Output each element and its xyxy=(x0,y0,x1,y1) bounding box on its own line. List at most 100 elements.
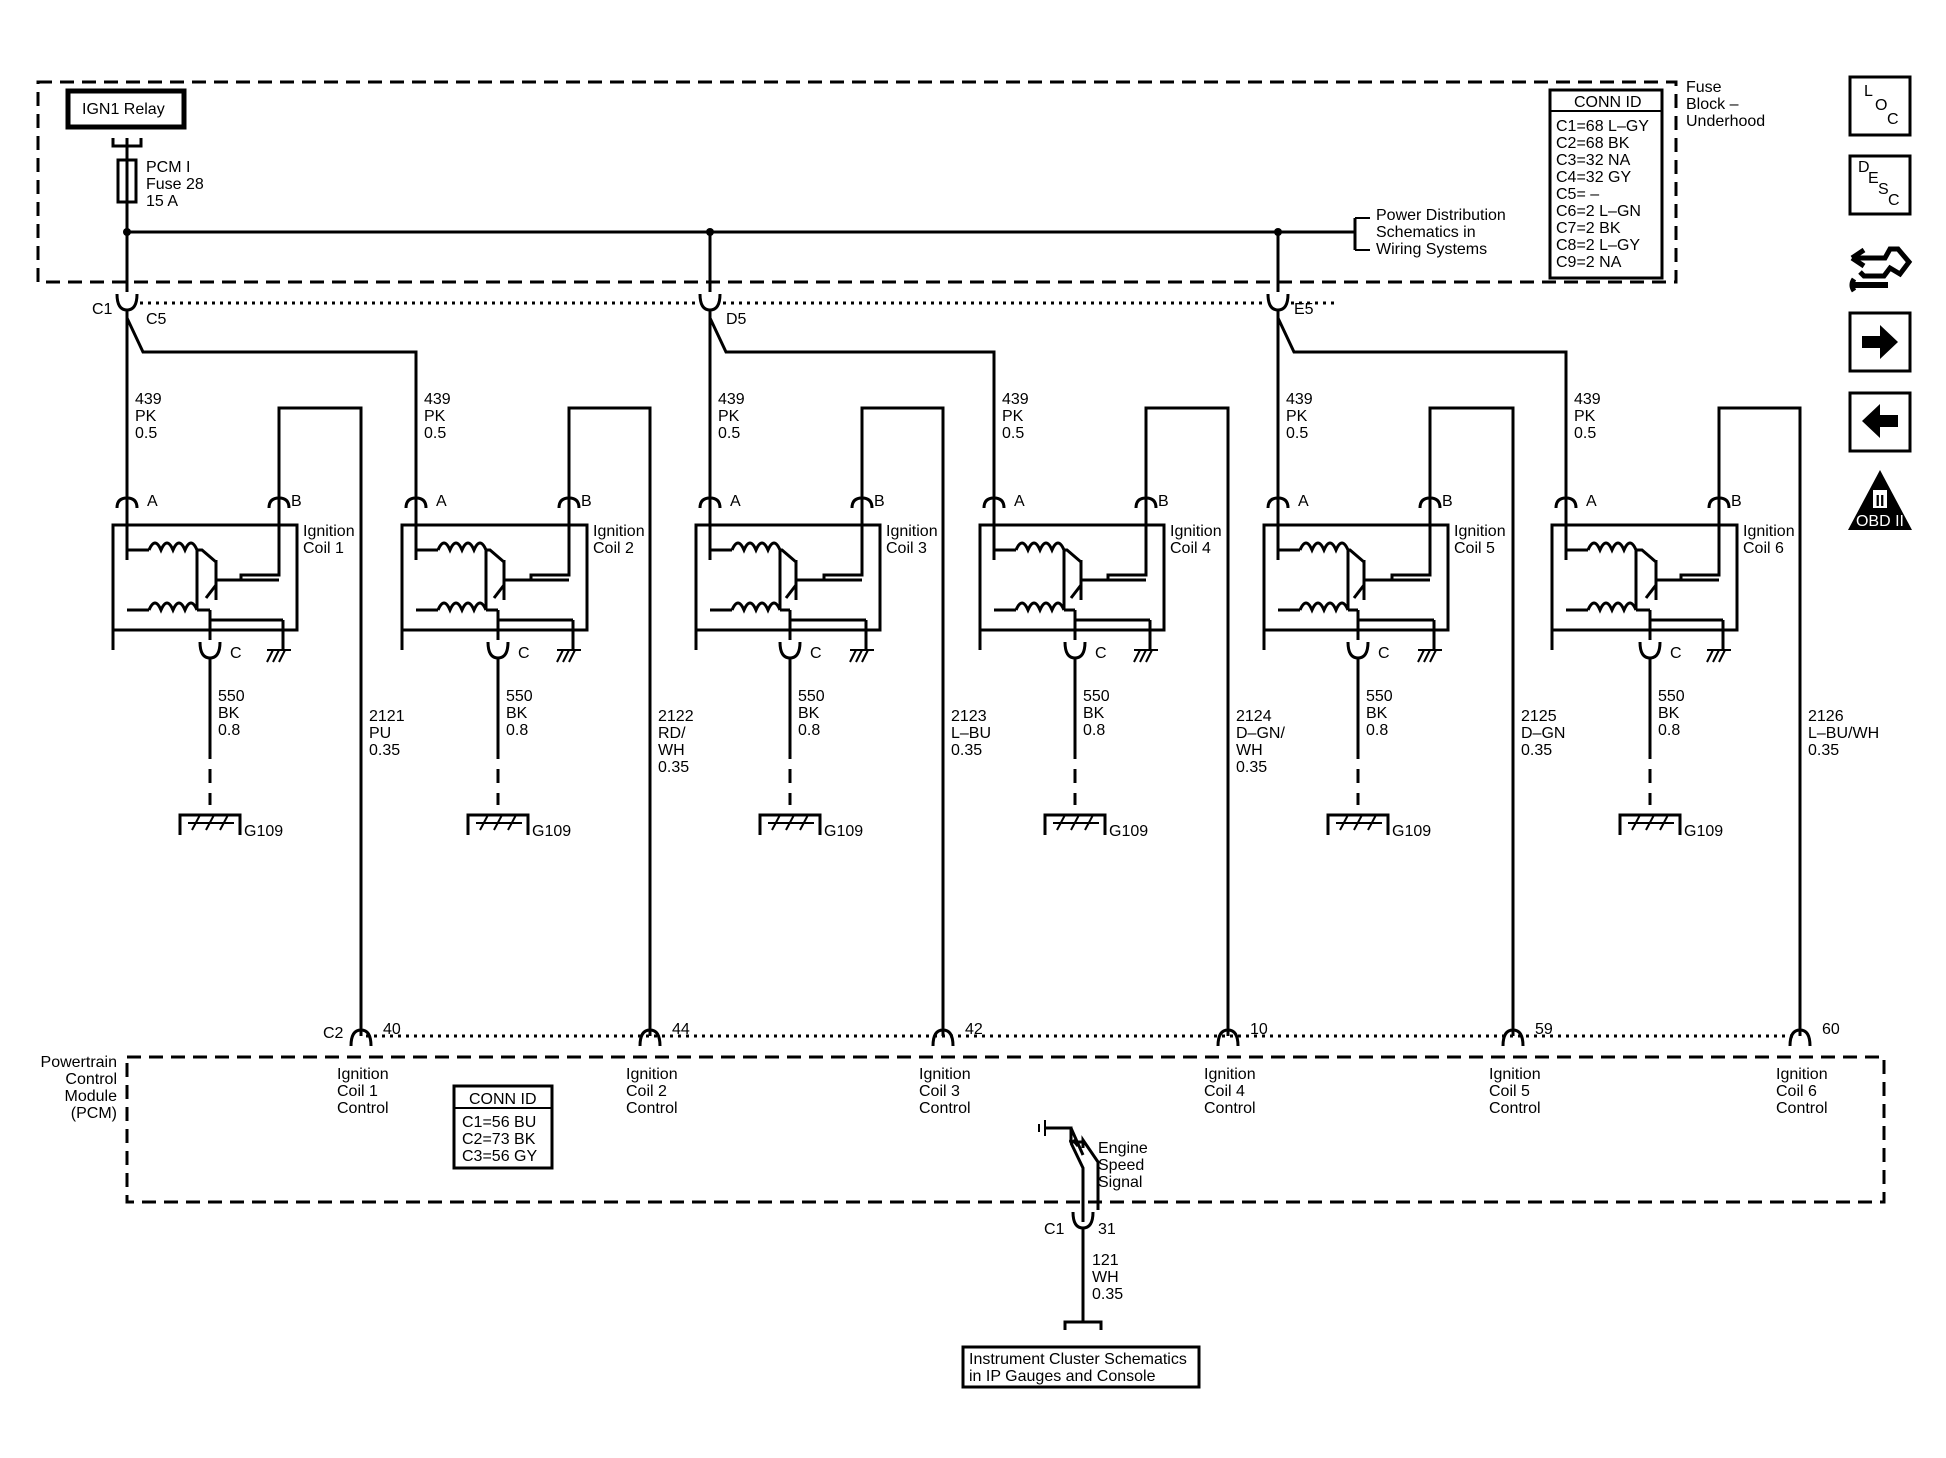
ground-g109-icon xyxy=(178,813,242,835)
ground-g109-label: G109 xyxy=(244,823,283,840)
coil-module-box xyxy=(978,523,1166,632)
control-wire-label: WH xyxy=(658,742,685,759)
control-wire-label: D–GN xyxy=(1521,725,1565,742)
pcm-input-label: Coil 2 xyxy=(626,1083,667,1100)
pcm-out-pin: 31 xyxy=(1098,1221,1116,1238)
control-wire xyxy=(1428,406,1515,1036)
pin-c-terminal xyxy=(1638,641,1662,660)
ground-wire-label: BK xyxy=(506,705,528,722)
pcm-input-label: Coil 5 xyxy=(1489,1083,1530,1100)
primary-winding xyxy=(1298,541,1350,554)
pin-b-label: B xyxy=(1731,493,1742,510)
svg-text:C1: C1 xyxy=(92,301,113,318)
pcm-pin-terminal xyxy=(1788,1028,1812,1047)
coil-module-box xyxy=(1262,523,1450,632)
control-wire-label: PU xyxy=(369,725,391,742)
control-wire xyxy=(277,406,363,1036)
pcm-input-label: Control xyxy=(1776,1100,1828,1117)
feed-wire-label: 439 xyxy=(718,391,745,408)
pin-c-label: C xyxy=(230,645,242,662)
pin-c-terminal xyxy=(778,641,802,660)
coil-label: Ignition xyxy=(303,523,355,540)
splice-d5: D5 xyxy=(698,293,747,328)
ground-g109-icon xyxy=(758,813,822,835)
svg-text:Engine: Engine xyxy=(1098,1140,1148,1157)
svg-text:O: O xyxy=(1875,97,1887,114)
pin-a-label: A xyxy=(436,493,447,510)
feed-wire-label: PK xyxy=(1002,408,1024,425)
ground-g109-icon xyxy=(1043,813,1107,835)
coil-label: Ignition xyxy=(886,523,938,540)
loc-button[interactable]: L O C xyxy=(1848,75,1912,137)
fuse-block-label: Fuse Block – Underhood xyxy=(1686,79,1765,130)
pcm-pin-terminal xyxy=(1216,1028,1240,1047)
pcm-pin-number: 60 xyxy=(1822,1021,1840,1038)
ground-wire-label: 550 xyxy=(506,688,533,705)
pcm-pin-number: 42 xyxy=(965,1021,983,1038)
secondary-winding xyxy=(1298,601,1350,614)
instrument-cluster-reference[interactable]: Instrument Cluster Schematics in IP Gaug… xyxy=(961,1345,1201,1389)
chassis-ground-icon xyxy=(556,649,581,663)
control-wire-label: WH xyxy=(1236,742,1263,759)
pin-c-label: C xyxy=(1095,645,1107,662)
svg-text:L: L xyxy=(1864,83,1873,100)
feed-wire-label: PK xyxy=(424,408,446,425)
ground-wire-label: 550 xyxy=(798,688,825,705)
pcm-input-label: Control xyxy=(626,1100,678,1117)
connector-view-button[interactable] xyxy=(1849,232,1913,294)
coil-label: Coil 2 xyxy=(593,540,634,557)
ground-g109-label: G109 xyxy=(1684,823,1723,840)
feed-wire-label: 0.5 xyxy=(135,425,157,442)
feed-wire-label: PK xyxy=(1286,408,1308,425)
pin-c-terminal xyxy=(1346,641,1370,660)
control-wire-label: L–BU/WH xyxy=(1808,725,1879,742)
pcm-pin-terminal xyxy=(1501,1028,1525,1047)
svg-text:0.35: 0.35 xyxy=(1092,1286,1123,1303)
pcm-pin-number: 10 xyxy=(1250,1021,1268,1038)
chassis-ground-icon xyxy=(849,649,874,663)
svg-text:D: D xyxy=(1858,159,1870,176)
previous-page-button[interactable] xyxy=(1848,391,1912,453)
pin-a-label: A xyxy=(1014,493,1025,510)
fuse-28-label: PCM I Fuse 28 15 A xyxy=(146,159,204,210)
engine-speed-signal-switch: Engine Speed Signal xyxy=(1038,1120,1148,1210)
secondary-winding xyxy=(147,601,199,614)
svg-text:C7=2 BK: C7=2 BK xyxy=(1556,220,1621,237)
feed-wire-label: 439 xyxy=(135,391,162,408)
svg-text:C2=68 BK: C2=68 BK xyxy=(1556,135,1630,152)
ground-wire-label: BK xyxy=(218,705,240,722)
chassis-ground-icon xyxy=(1706,649,1731,663)
control-wire-label: 0.35 xyxy=(1521,742,1552,759)
ground-wire-label: 0.8 xyxy=(1083,722,1105,739)
pcm-input-label: Ignition xyxy=(919,1066,971,1083)
secondary-winding xyxy=(436,601,488,614)
pcm-pin-terminal xyxy=(349,1028,373,1047)
feed-wire-label: 0.5 xyxy=(1002,425,1024,442)
svg-text:PCM I: PCM I xyxy=(146,159,190,176)
wire-121-label: 121 WH 0.35 xyxy=(1092,1252,1123,1303)
obd-ii-button[interactable]: II OBD II xyxy=(1848,470,1912,530)
desc-button[interactable]: D E S C xyxy=(1848,154,1912,216)
pcm-input-label: Control xyxy=(1204,1100,1256,1117)
pcm-input-label: Ignition xyxy=(1776,1066,1828,1083)
svg-text:C: C xyxy=(1888,192,1900,209)
coil-module-box xyxy=(694,523,882,632)
pcm-connector-c2: C2 xyxy=(323,1025,344,1042)
arrow-right-icon xyxy=(1862,325,1898,359)
feed-wire-label: PK xyxy=(1574,408,1596,425)
control-wire xyxy=(567,406,652,1036)
power-distribution-reference: Power Distribution Schematics in Wiring … xyxy=(1376,207,1506,258)
coil-label: Coil 3 xyxy=(886,540,927,557)
svg-text:S: S xyxy=(1878,181,1889,198)
control-wire-label: 2124 xyxy=(1236,708,1272,725)
svg-text:E: E xyxy=(1868,170,1879,187)
svg-text:C1=56 BU: C1=56 BU xyxy=(462,1114,536,1131)
next-page-button[interactable] xyxy=(1848,311,1912,373)
pin-b-label: B xyxy=(581,493,592,510)
pcm-input-label: Control xyxy=(337,1100,389,1117)
svg-text:(PCM): (PCM) xyxy=(71,1105,117,1122)
